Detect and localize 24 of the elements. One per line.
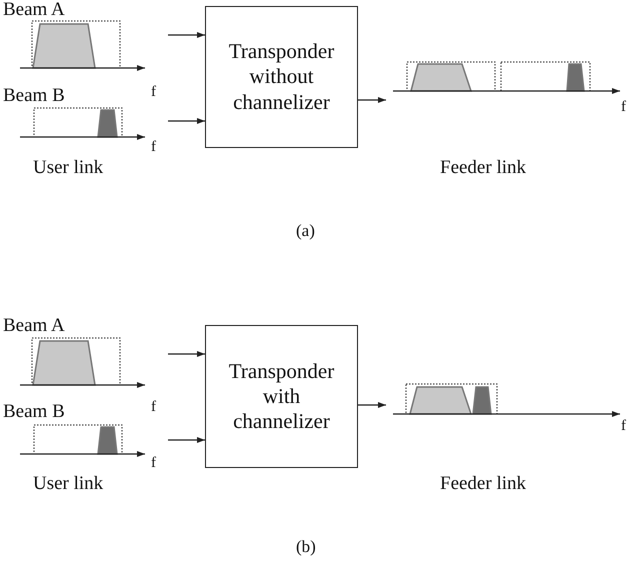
transponder-box: Transponder without channelizer [205, 6, 358, 148]
text-label: Feeder link [440, 474, 526, 495]
axis-label: f [151, 84, 156, 100]
text-label: Beam A [3, 316, 65, 337]
arrow [168, 32, 205, 38]
text-label: User link [33, 158, 104, 179]
axis-label: f [621, 418, 626, 434]
text-label: Beam A [3, 0, 65, 21]
axis-label: f [151, 455, 156, 472]
panel-label: (a) [296, 222, 315, 241]
arrow [168, 437, 205, 443]
arrow [358, 402, 386, 408]
text-label: Beam B [3, 402, 65, 423]
transponder-box: Transponder with channelizer [205, 325, 358, 468]
arrow [168, 118, 205, 124]
axis-label: f [621, 99, 626, 116]
arrow [358, 97, 386, 103]
axis-label: f [151, 399, 156, 416]
text-label: User link [33, 474, 104, 495]
text-label: Feeder link [440, 158, 526, 179]
panel-label: (b) [296, 538, 316, 557]
text-label: Beam B [3, 86, 65, 107]
axis-label: f [151, 139, 156, 156]
arrow [168, 351, 205, 357]
